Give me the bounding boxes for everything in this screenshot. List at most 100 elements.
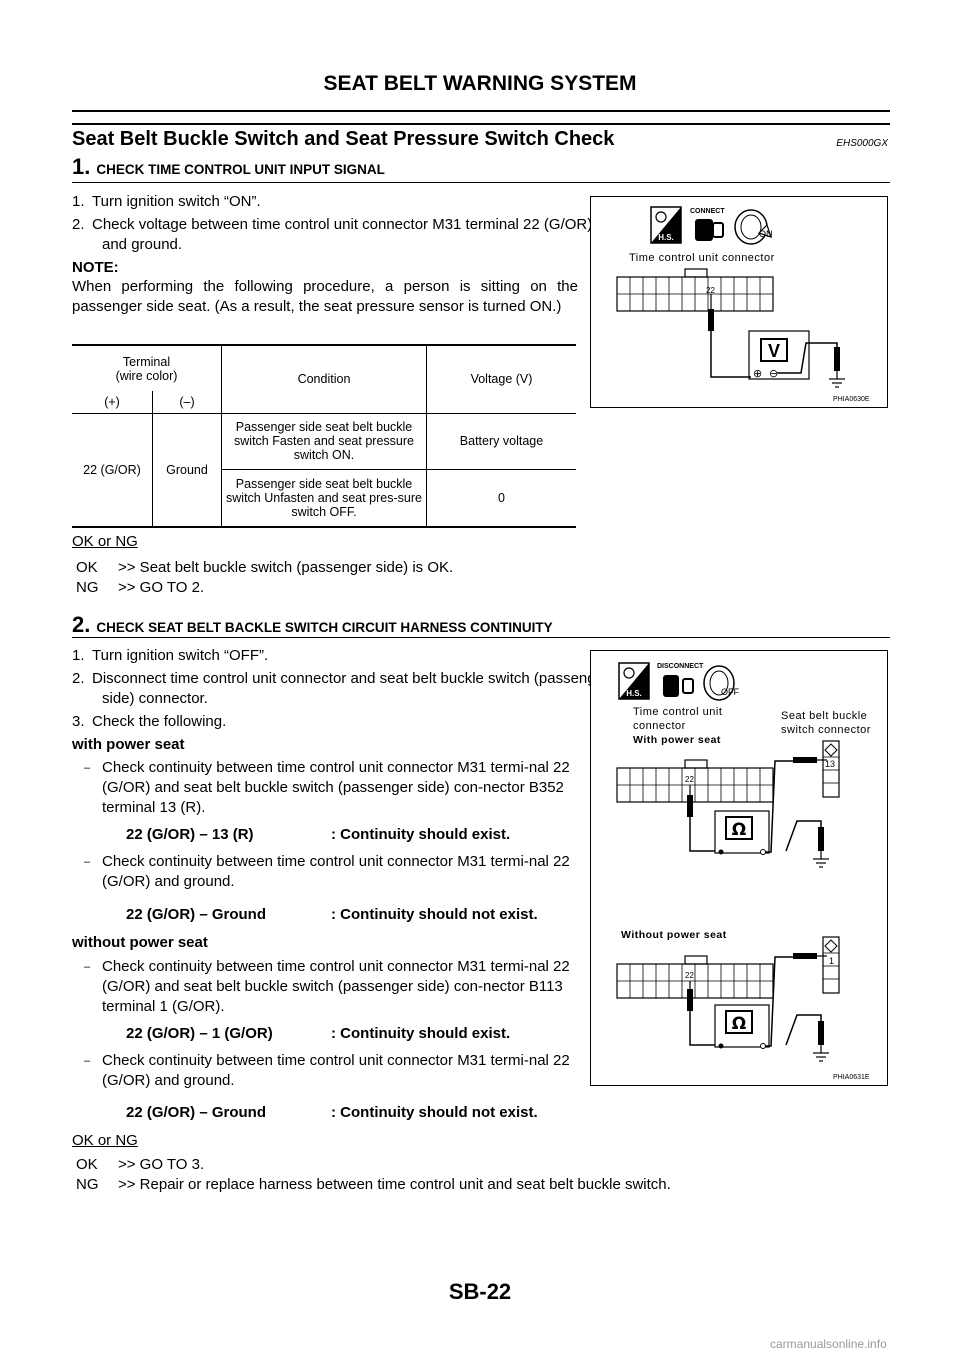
figure-2-diagram: H.S. DISCONNECT OFF Time control unit co… xyxy=(616,662,871,1081)
step-2-item-1: 1. Turn ignition switch “OFF”. xyxy=(72,647,269,664)
on-label: ON xyxy=(759,229,773,239)
step-2-title: CHECK SEAT BELT BACKLE SWITCH CIRCUIT HA… xyxy=(96,620,553,635)
step-2-item-2: 2. Disconnect time control unit connecto… xyxy=(72,670,609,707)
check-text: Check continuity between time control un… xyxy=(102,853,570,890)
ohm-label: Ω xyxy=(732,1014,746,1034)
dash-bullet: – xyxy=(84,856,91,868)
pin-13-label: 13 xyxy=(825,759,835,769)
connector-plug-icon xyxy=(695,219,724,241)
hs-label: H.S. xyxy=(658,233,674,242)
with-power-seat-fig-label: With power seat xyxy=(633,734,721,746)
hs-label: H.S. xyxy=(626,689,642,698)
ok-text: >> GO TO 3. xyxy=(118,1156,205,1173)
step-2-item-3: 3. Check the following. xyxy=(72,713,227,730)
ignition-key-icon xyxy=(734,209,772,245)
step-1-item-2: 2. Check voltage between time control un… xyxy=(72,216,593,253)
step-1-heading: 1. CHECK TIME CONTROL UNIT INPUT SIGNAL xyxy=(72,154,385,180)
figure-1-diagram: H.S. CONNECT ON Time control unit connec… xyxy=(616,206,870,403)
step-1-ok-or-ng: OK or NG xyxy=(72,533,138,550)
spec-wo1: 22 (G/OR) – 1 (G/OR) : Continuity should … xyxy=(126,1025,510,1042)
connect-label: CONNECT xyxy=(690,208,725,215)
dash-bullet: – xyxy=(84,961,91,973)
spec-result: : Continuity should exist. xyxy=(331,1025,511,1042)
meter-plus: ⊕ xyxy=(753,367,762,380)
spec-result: : Continuity should not exist. xyxy=(331,1104,538,1121)
spec-wp1: 22 (G/OR) – 13 (R) : Continuity should ex… xyxy=(126,826,510,843)
dash-bullet: – xyxy=(84,762,91,774)
section-rule xyxy=(72,123,890,125)
voltage-table: Terminal (wire color) Condition Voltage … xyxy=(72,344,576,528)
step-2-rule xyxy=(72,637,890,638)
without-power-seat-label: without power seat xyxy=(72,934,208,951)
spec-wo2: 22 (G/OR) – Ground : Continuity should no… xyxy=(126,1104,538,1121)
spec-result: : Continuity should exist. xyxy=(331,826,511,843)
off-label: OFF xyxy=(721,687,739,697)
section-title: Seat Belt Buckle Switch and Seat Pressur… xyxy=(72,128,615,150)
check-text: Check continuity between time control un… xyxy=(102,958,570,1015)
step-1-number: 1. xyxy=(72,154,91,179)
spec-wp2: 22 (G/OR) – Ground : Continuity should no… xyxy=(126,906,538,923)
td-voltage-1: Battery voltage xyxy=(426,413,576,469)
spec-terminals: 22 (G/OR) – 13 (R) xyxy=(126,826,254,843)
meter-minus: ⊖ xyxy=(769,367,778,380)
page-number: SB-22 xyxy=(448,1279,512,1304)
ohmmeter-icon xyxy=(714,810,770,855)
th-terminal: Terminal (wire color) xyxy=(115,354,178,383)
step-1-title: CHECK TIME CONTROL UNIT INPUT SIGNAL xyxy=(96,162,385,177)
step-1-item-1: 1. Turn ignition switch “ON”. xyxy=(72,193,261,210)
ng-key: NG xyxy=(76,579,99,596)
td-condition-2: Passenger side seat belt buckle switch U… xyxy=(221,469,427,527)
td-condition-1: Passenger side seat belt buckle switch F… xyxy=(221,413,427,469)
harness-side-icon xyxy=(618,662,650,700)
ground-symbol xyxy=(829,371,845,388)
step-2-number: 2. xyxy=(72,612,91,637)
tcu-label-line2: connector xyxy=(633,720,686,732)
watermark: carmanualsonline.info xyxy=(770,1337,887,1351)
section-code: EHS000GX xyxy=(836,138,888,149)
ok-key: OK xyxy=(76,559,98,576)
voltmeter-icon xyxy=(748,330,810,380)
th-voltage: Voltage (V) xyxy=(426,345,576,413)
tcu-connector-label: Time control unit connector xyxy=(629,252,775,264)
td-voltage-2: 0 xyxy=(426,469,576,527)
probe-positive xyxy=(708,309,714,331)
disconnected-plug-icon xyxy=(663,675,694,697)
step-2-ok-or-ng: OK or NG xyxy=(72,1132,138,1149)
step-2-heading: 2. CHECK SEAT BELT BACKLE SWITCH CIRCUIT … xyxy=(72,612,553,638)
header-rule xyxy=(72,110,890,112)
td-plus: 22 (G/OR) xyxy=(83,462,141,477)
sb-label-line2: switch connector xyxy=(781,724,871,736)
check-text: Check continuity between time control un… xyxy=(102,1052,570,1089)
spec-terminals: 22 (G/OR) – 1 (G/OR) xyxy=(126,1025,273,1042)
dash-bullet: – xyxy=(84,1055,91,1067)
ohm-label: Ω xyxy=(732,820,746,840)
seat-belt-connector-without xyxy=(822,936,840,994)
spec-result: : Continuity should not exist. xyxy=(331,906,538,923)
note-text: When performing the following procedure,… xyxy=(72,278,578,315)
step-1-ng-result: NG>> GO TO 2. xyxy=(76,578,204,598)
th-minus: (–) xyxy=(152,391,222,413)
check-text: Check continuity between time control un… xyxy=(102,759,570,816)
disconnect-label: DISCONNECT xyxy=(657,663,704,670)
td-minus: Ground xyxy=(152,413,222,527)
without-power-seat-fig-label: Without power seat xyxy=(621,929,727,941)
sb-label-line1: Seat belt buckle xyxy=(781,710,867,722)
ground-symbol xyxy=(813,851,829,868)
step-1-rule xyxy=(72,182,890,183)
meter-v-label: V xyxy=(768,341,780,361)
seat-belt-connector-with xyxy=(822,740,840,798)
ignition-key-icon xyxy=(703,665,735,701)
spec-terminals: 22 (G/OR) – Ground xyxy=(126,906,267,923)
spec-terminals: 22 (G/OR) – Ground xyxy=(126,1104,267,1121)
step-2-ok-result: OK>> GO TO 3. xyxy=(76,1155,204,1175)
ng-text: >> Repair or replace harness between tim… xyxy=(118,1176,671,1193)
th-condition: Condition xyxy=(221,345,427,413)
probe-ground xyxy=(834,347,840,371)
ohmmeter-icon xyxy=(714,1004,770,1049)
ng-key: NG xyxy=(76,1176,99,1193)
figure-continuity-check: H.S. DISCONNECT OFF Time control unit co… xyxy=(590,650,888,1086)
note-label: NOTE: xyxy=(72,259,119,276)
pin-22-label: 22 xyxy=(706,286,715,295)
pin-1-label: 1 xyxy=(829,956,834,966)
th-plus: (+) xyxy=(104,394,120,409)
